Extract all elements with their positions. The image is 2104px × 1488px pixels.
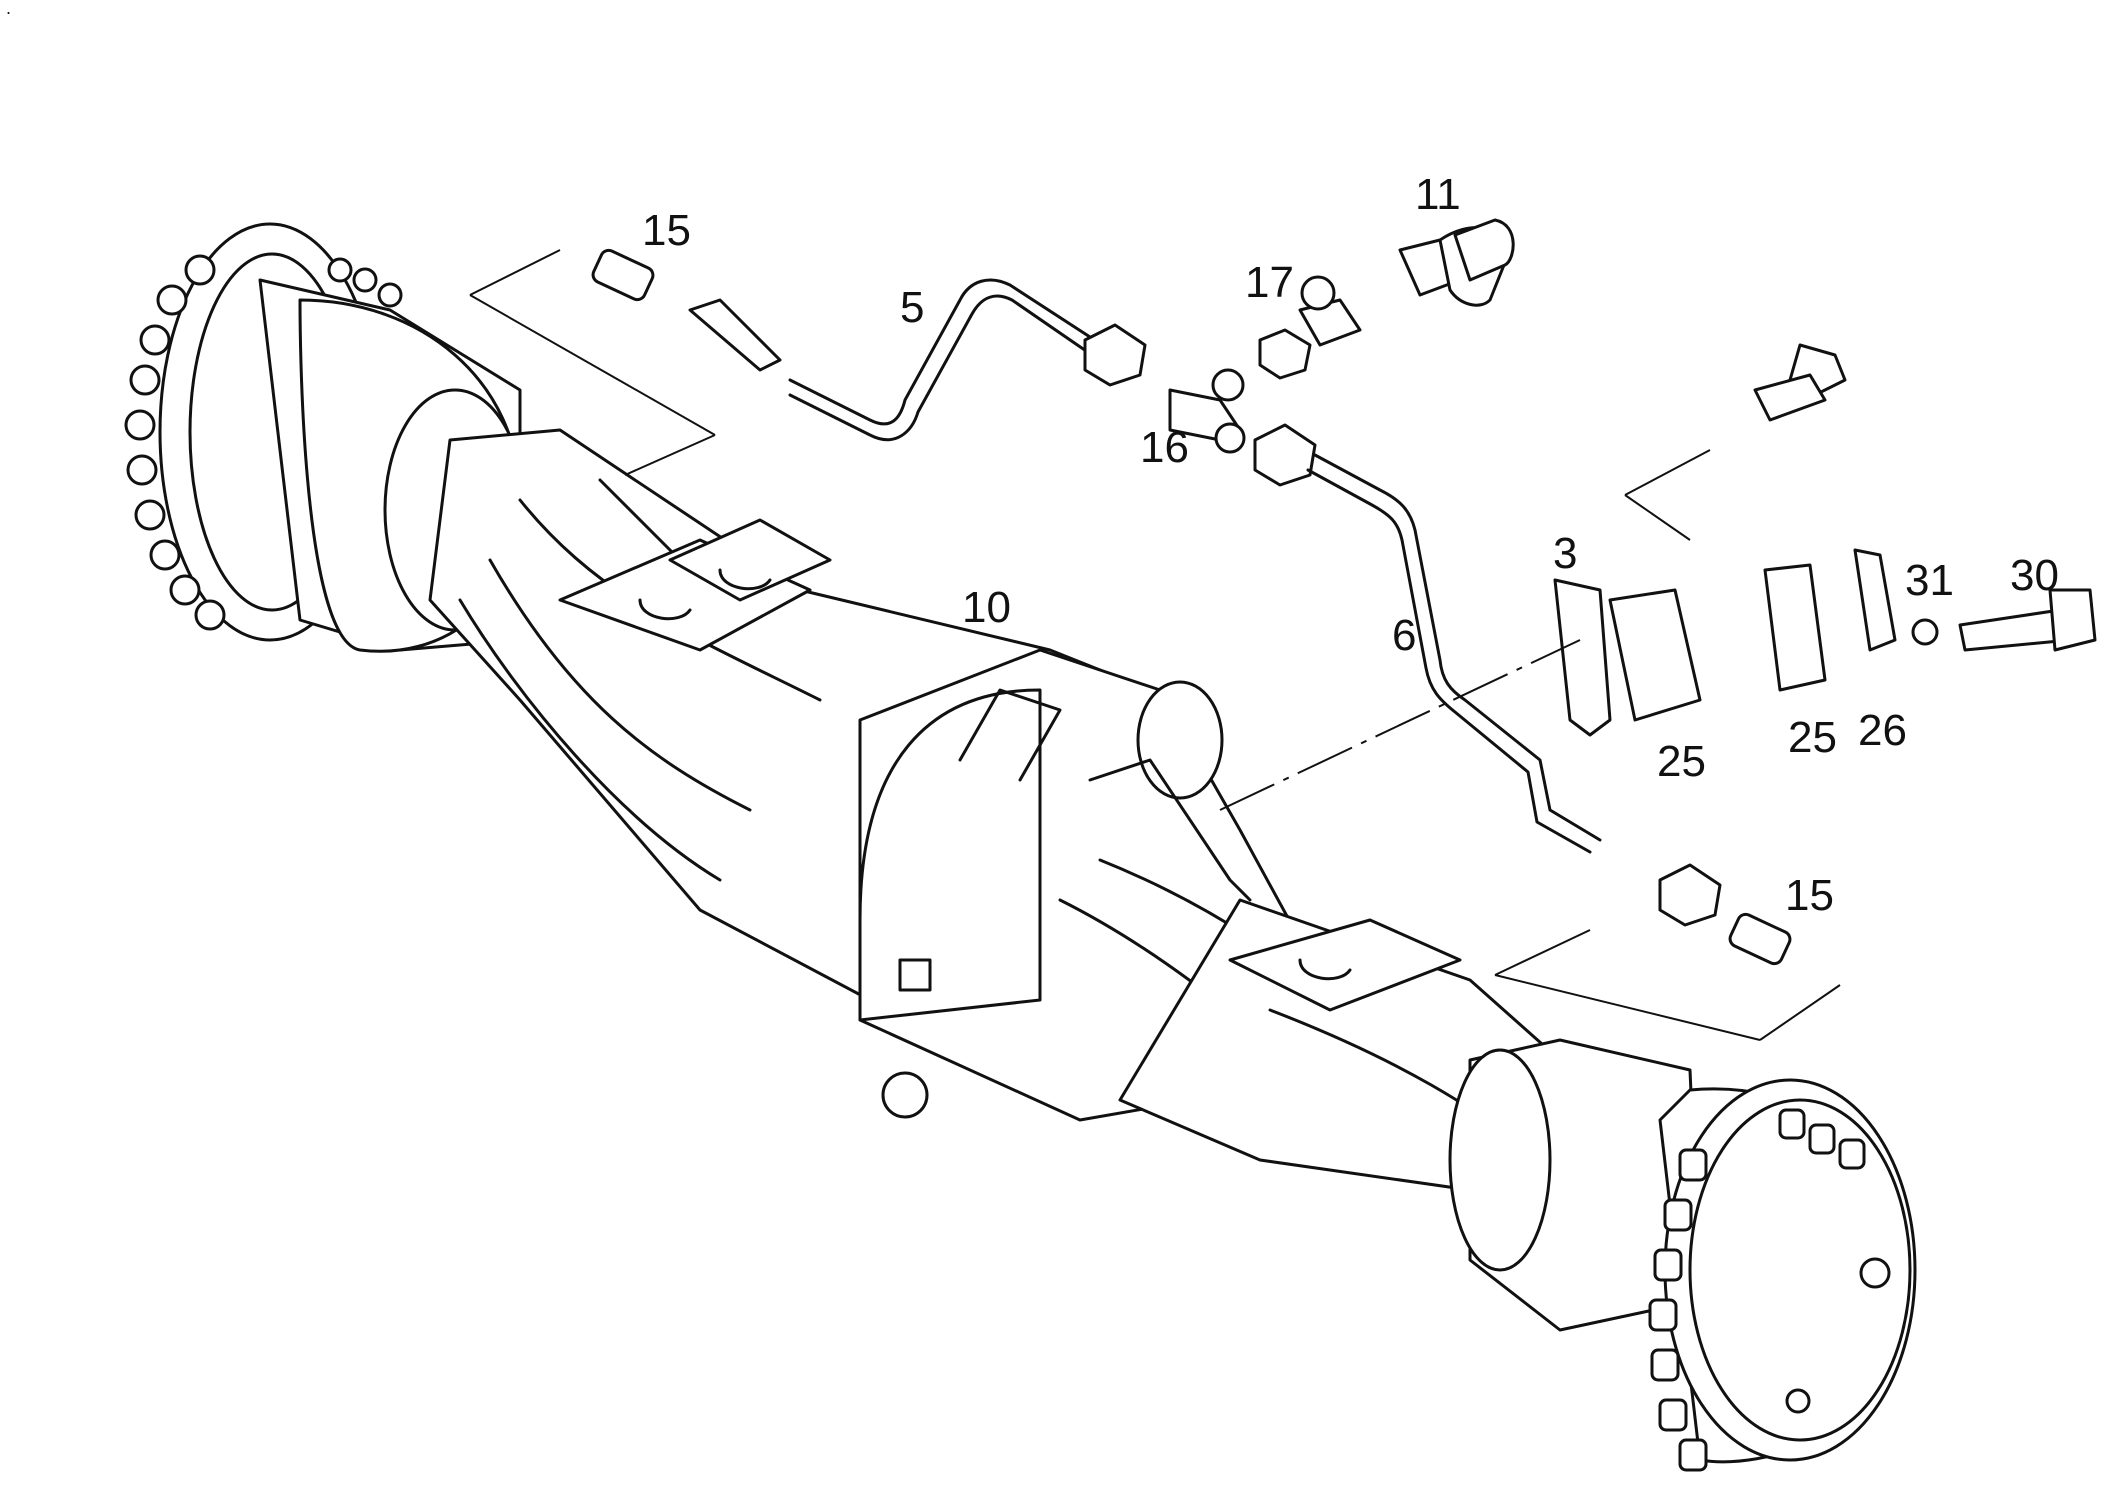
callout-15-right: 15 bbox=[1785, 871, 1834, 920]
callout-15-left: 15 bbox=[642, 206, 691, 255]
bracket-parts bbox=[1553, 343, 2097, 737]
callout-5: 5 bbox=[900, 283, 924, 332]
callout-16: 16 bbox=[1140, 423, 1189, 472]
callout-11: 11 bbox=[1415, 170, 1461, 219]
callout-25-left: 25 bbox=[1657, 737, 1706, 786]
brake-line-assembly bbox=[469, 218, 1841, 1041]
center-line bbox=[1219, 639, 1581, 811]
callout-labels: 15 5 17 11 16 3 31 30 10 6 25 25 26 15 bbox=[642, 170, 2059, 920]
right-wheel-hub bbox=[1448, 1038, 1917, 1472]
callout-30: 30 bbox=[2010, 551, 2059, 600]
callout-6: 6 bbox=[1392, 611, 1416, 660]
corner-mark: . bbox=[6, 0, 11, 18]
callout-3: 3 bbox=[1553, 529, 1577, 578]
axle-housing bbox=[428, 428, 1562, 1192]
callout-10: 10 bbox=[962, 583, 1011, 632]
callout-31: 31 bbox=[1905, 556, 1954, 605]
callout-25-right: 25 bbox=[1788, 713, 1837, 762]
callout-26: 26 bbox=[1858, 706, 1907, 755]
callout-17: 17 bbox=[1245, 258, 1294, 307]
